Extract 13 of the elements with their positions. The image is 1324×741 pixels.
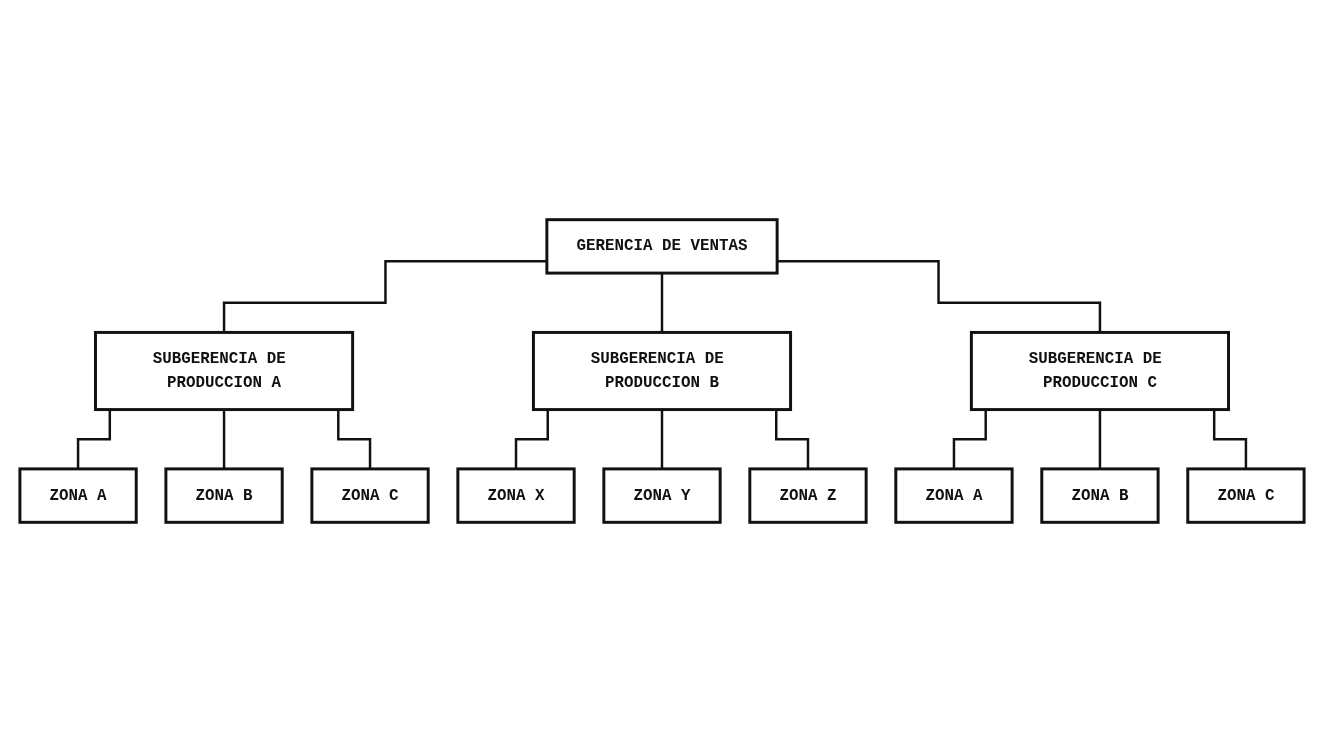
node-box: ZONA C	[310, 466, 430, 524]
node-box: ZONA X	[456, 466, 576, 524]
node-box: ZONA Y	[602, 466, 722, 524]
node-box: GERENCIA DE VENTAS	[545, 217, 779, 275]
node-box: ZONA B	[1040, 466, 1160, 524]
node-box: ZONA Z	[748, 466, 868, 524]
node-box: ZONA A	[894, 466, 1014, 524]
node-box: SUBGERENCIA DE PRODUCCION A	[94, 330, 355, 411]
node-box: SUBGERENCIA DE PRODUCCION B	[531, 330, 793, 411]
node-box: ZONA A	[18, 466, 138, 524]
node-box: ZONA B	[164, 466, 284, 524]
node-box: ZONA C	[1186, 466, 1306, 524]
node-box: SUBGERENCIA DE PRODUCCION C	[969, 330, 1230, 411]
